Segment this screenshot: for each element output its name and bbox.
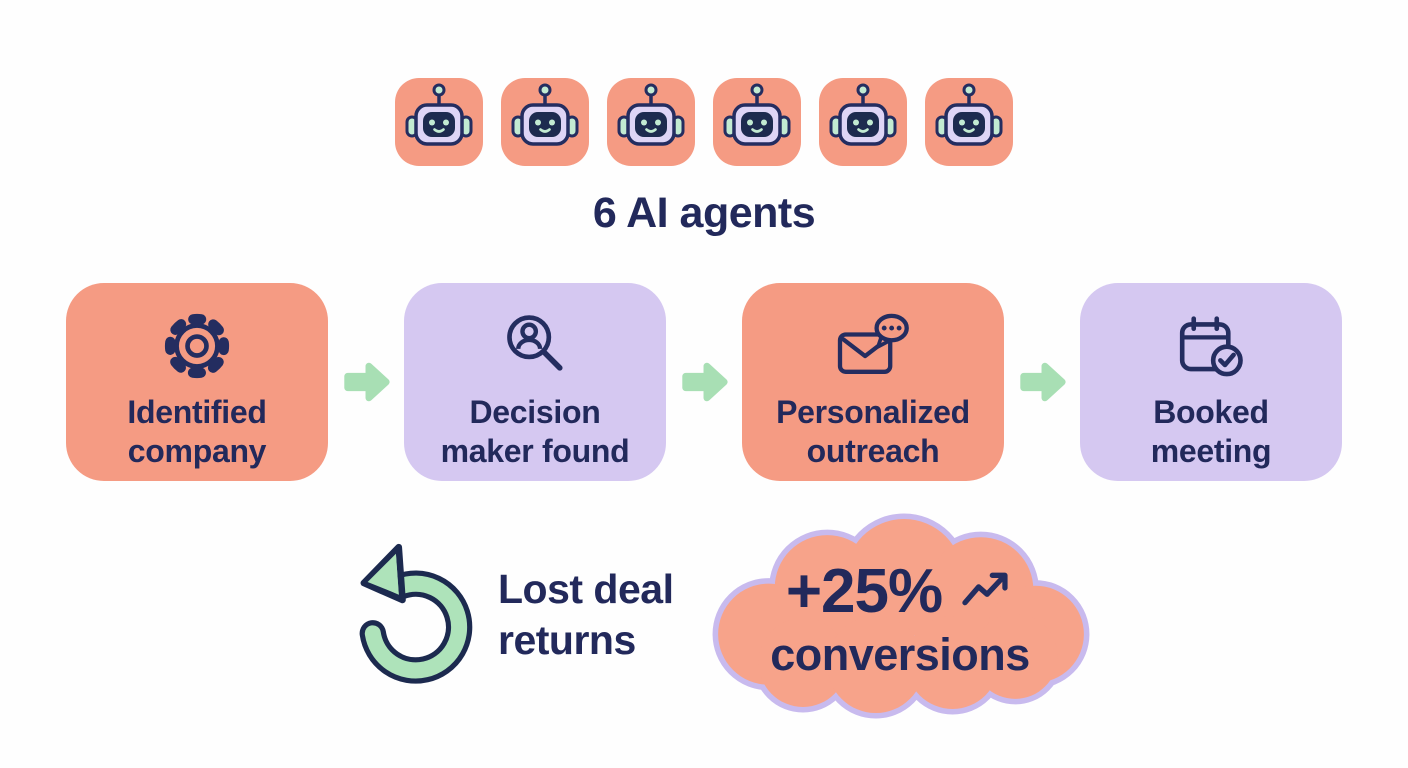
robot-icon (511, 83, 579, 146)
return-arrow-icon (345, 540, 477, 697)
step-booked-meeting: Booked meeting (1080, 283, 1342, 481)
robot-icon (935, 83, 1003, 146)
agents-caption: 6 AI agents (592, 189, 816, 237)
badge-label: conversions (770, 628, 1030, 680)
robot-icon (395, 78, 483, 166)
trending-up-icon (958, 569, 1014, 614)
badge-line1: +25% (786, 556, 1014, 627)
robot-icon (501, 78, 589, 166)
calendar-check-icon (1175, 305, 1247, 387)
agents-row (0, 78, 1408, 166)
badge-value: +25% (785, 556, 943, 626)
badge-content: +25% conversions (706, 512, 1094, 720)
step-identified-company: Identified company (66, 283, 328, 481)
loop-label: Lost deal returns (498, 566, 674, 663)
step-personalized-outreach: Personalized outreach (742, 283, 1004, 481)
step-label: Decision maker found (440, 394, 630, 469)
robot-icon (617, 83, 685, 146)
robot-icon (405, 83, 473, 146)
search-person-icon (500, 305, 570, 387)
robot-icon (819, 78, 907, 166)
robot-icon (723, 83, 791, 146)
step-label: Booked meeting (1150, 394, 1272, 469)
bottom-row: Lost deal returns (0, 512, 1408, 742)
arrow-right-icon (666, 283, 742, 481)
robot-icon (829, 83, 897, 146)
robot-icon (713, 78, 801, 166)
arrow-right-icon (1004, 283, 1080, 481)
conversion-badge: +25% conversions (706, 512, 1094, 720)
arrow-right-icon (328, 283, 404, 481)
gear-icon (162, 305, 232, 387)
step-decision-maker-found: Decision maker found (404, 283, 666, 481)
flow-row: Identified company Decision maker found (0, 283, 1408, 481)
step-label: Identified company (127, 394, 267, 469)
mail-chat-icon (835, 305, 911, 387)
step-label: Personalized outreach (776, 394, 970, 469)
robot-icon (925, 78, 1013, 166)
robot-icon (607, 78, 695, 166)
